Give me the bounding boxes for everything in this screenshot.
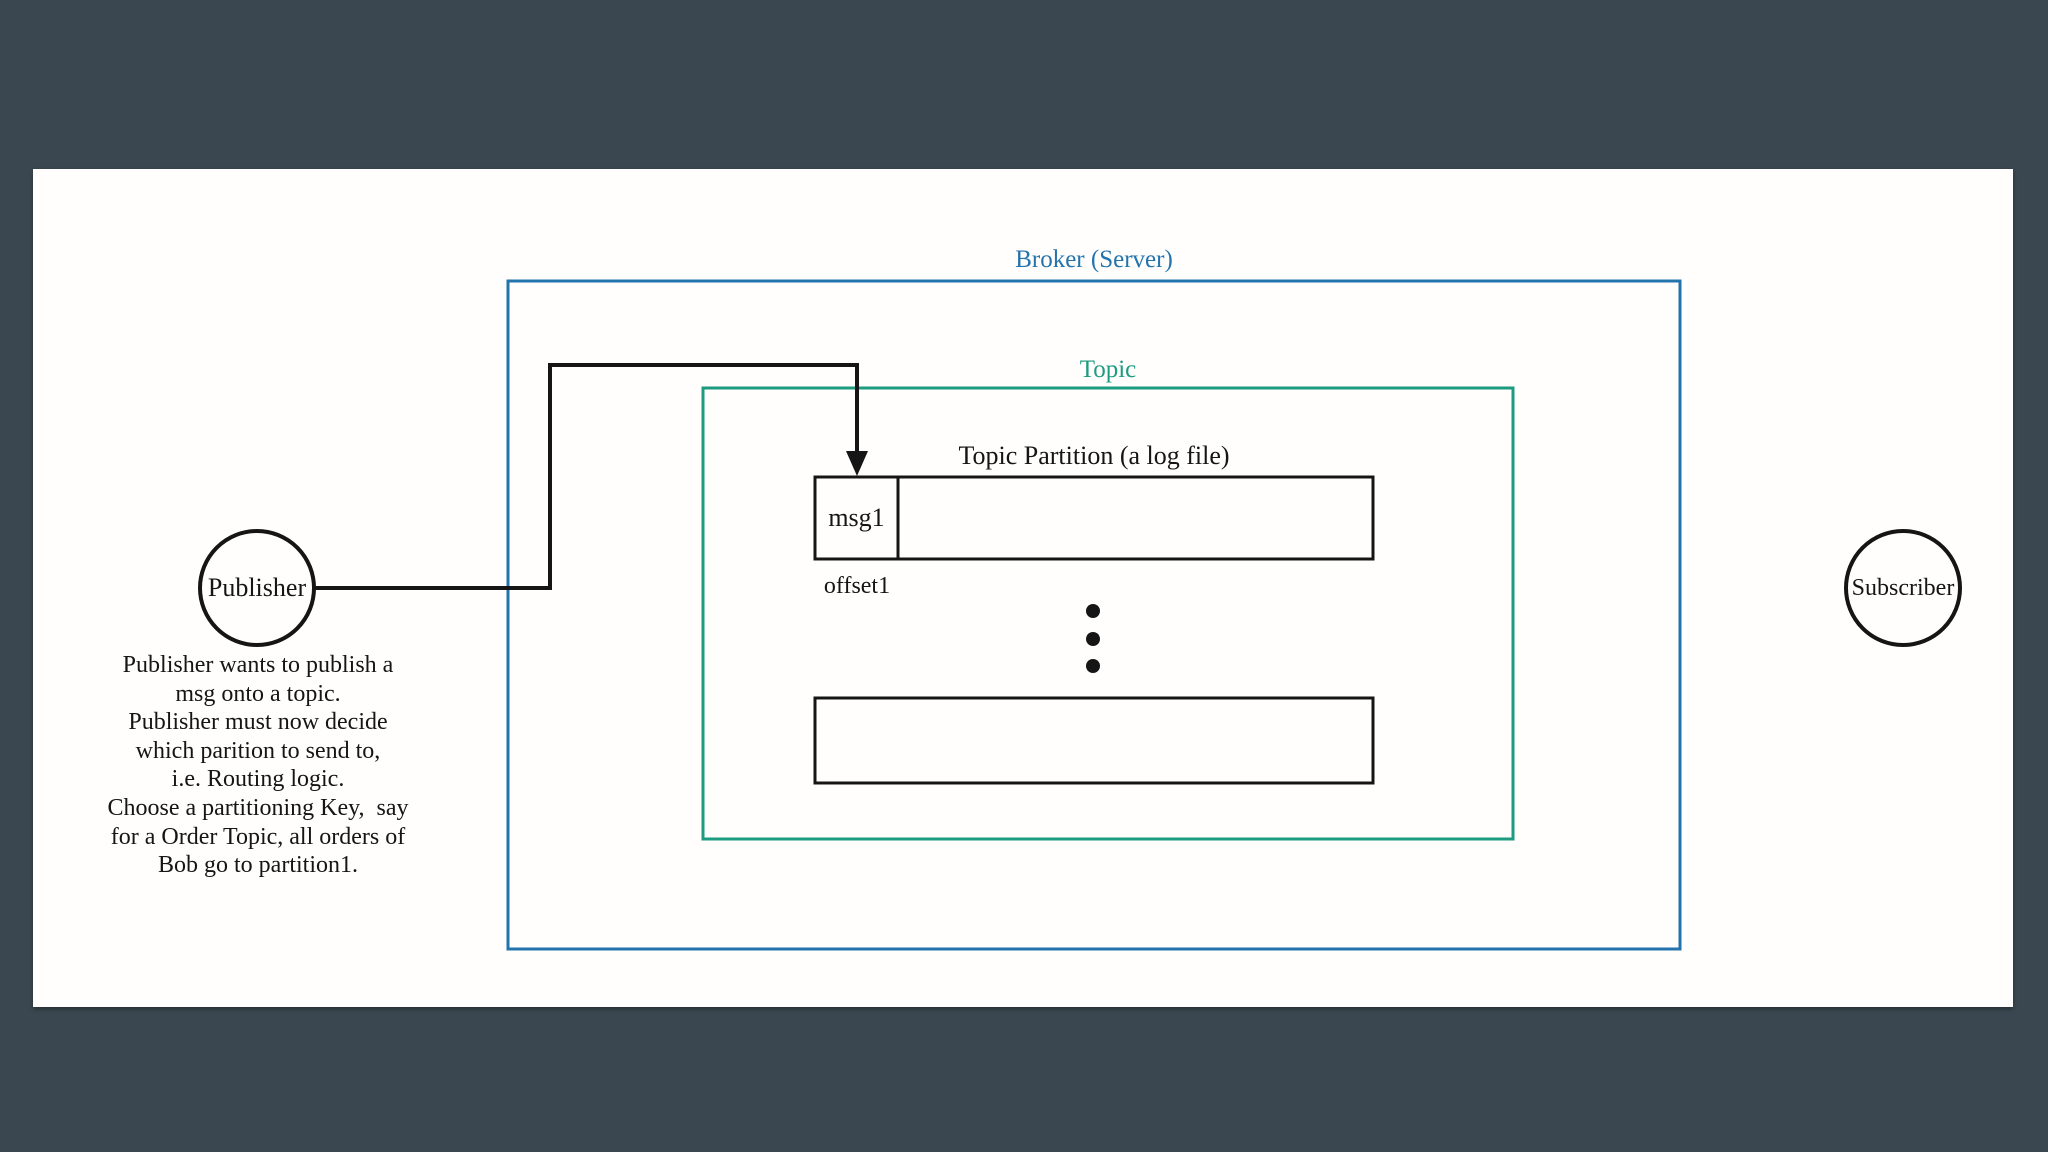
publish-arrow-line [314,363,859,590]
ellipsis-dot-3 [1086,659,1100,673]
subscriber-circle [1844,529,1962,647]
subscriber-label: Subscriber [1851,575,1955,601]
offset1-label: offset1 [823,573,891,599]
broker-box [506,279,1682,951]
broker-label: Broker (Server) [1015,246,1173,273]
publish-arrowhead [846,451,868,476]
topic-label: Topic [1079,356,1137,383]
diagram-canvas: Broker (Server) Topic Topic Partition (a… [33,169,2013,1007]
msg1-label: msg1 [828,503,885,532]
second-partition-box [813,696,1375,785]
publisher-note: Publisher wants to publish a msg onto a … [107,652,409,879]
ellipsis-dot-1 [1086,604,1100,618]
ellipsis-dot-2 [1086,632,1100,646]
diagram-shapes [198,279,1962,951]
topic-box [701,386,1515,841]
partition-box [813,475,1375,561]
partition-title: Topic Partition (a log file) [958,441,1230,470]
publisher-label: Publisher [207,573,307,602]
